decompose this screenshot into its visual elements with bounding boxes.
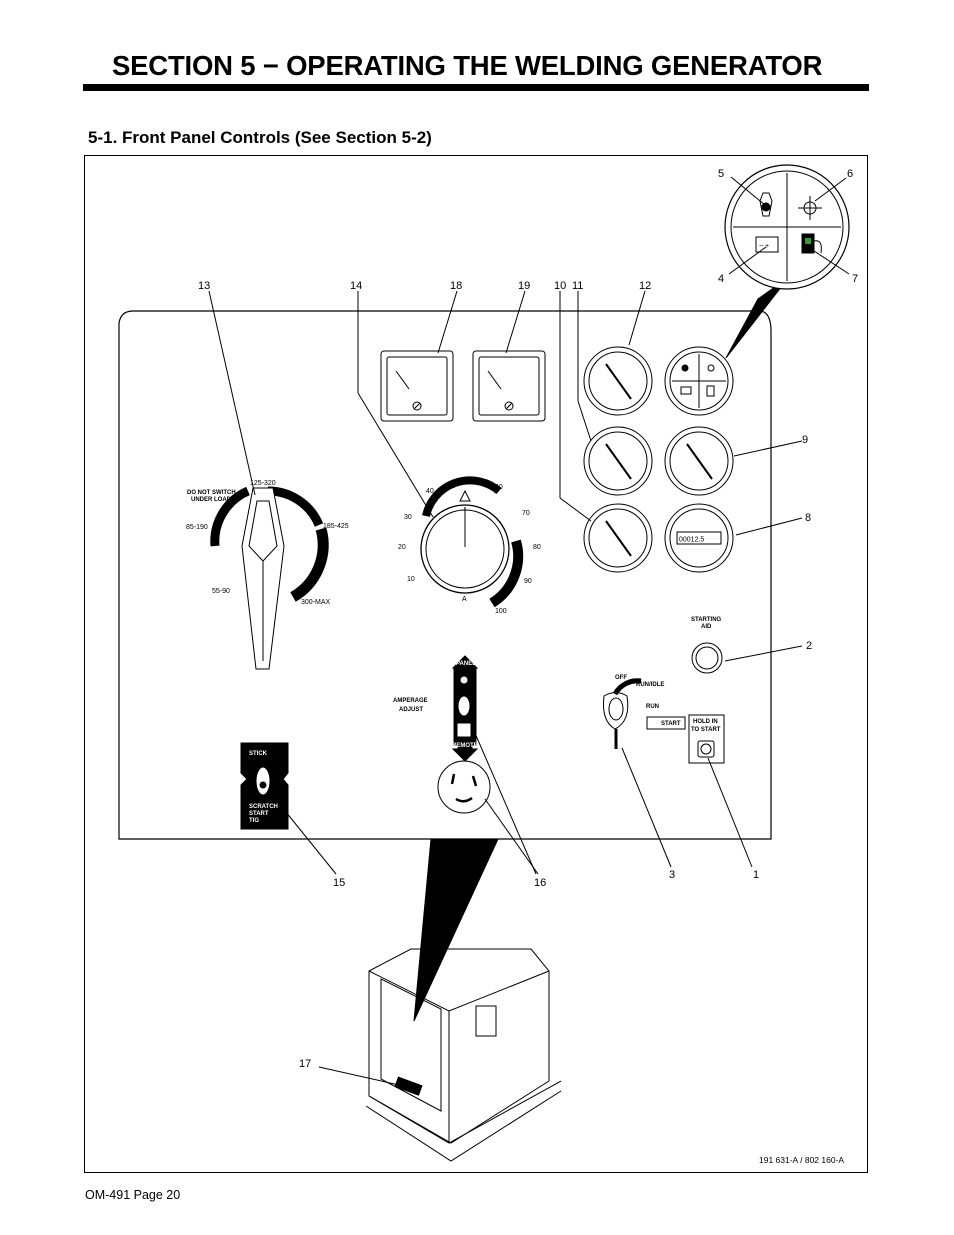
callout-17: 17 <box>299 1058 311 1070</box>
battery-charge-light-icon: − + <box>755 236 779 253</box>
front-panel-figure: 00012.5 − + <box>84 155 868 1173</box>
dial-tick-40: 40 <box>426 488 434 495</box>
callout-10: 10 <box>554 280 566 292</box>
off-label: OFF <box>615 675 627 681</box>
callout-3: 3 <box>669 869 675 881</box>
control-panel-outline <box>118 310 772 840</box>
fuel-level-light-icon <box>801 233 822 254</box>
callout-18: 18 <box>450 280 462 292</box>
dial-tick-30: 30 <box>404 514 412 521</box>
dial-tick-10: 10 <box>407 576 415 583</box>
amp-meter <box>472 350 546 422</box>
front-panel-illustration: 00012.5 − + <box>118 164 858 1165</box>
dial-tick-80: 80 <box>533 544 541 551</box>
callout-19: 19 <box>518 280 530 292</box>
page-footer: OM-491 Page 20 <box>85 1188 181 1202</box>
gauge-11 <box>583 426 653 496</box>
dial-tick-100: 100 <box>495 608 507 615</box>
scratch-start-label3: TIG <box>249 818 259 824</box>
range-label-185-425: 185-425 <box>323 523 349 530</box>
range-warning-line2: UNDER LOAD <box>191 497 232 503</box>
dial-tick-50: 50 <box>460 478 468 485</box>
dial-tick-20: 20 <box>398 544 406 551</box>
range-label-55-90: 55-90 <box>212 588 230 595</box>
start-label: START <box>661 721 681 727</box>
callout-2: 2 <box>806 640 812 652</box>
callout-8: 8 <box>805 512 811 524</box>
gauge-10 <box>583 503 653 573</box>
scratch-start-label1: SCRATCH <box>249 804 278 810</box>
hour-meter: 00012.5 <box>664 503 734 573</box>
indicator-light-cluster <box>664 346 734 416</box>
amperage-adjust-switch[interactable]: PANEL REMOTE AMPERAGE ADJUST <box>393 655 479 762</box>
panel-label: PANEL <box>456 661 476 667</box>
engine-control-switch[interactable]: OFF RUN/IDLE RUN START <box>603 675 686 749</box>
scratch-start-label2: START <box>249 811 269 817</box>
callout-leaders <box>208 176 850 1086</box>
starting-aid-label2: AID <box>701 624 712 630</box>
engine-start-button[interactable]: HOLD IN TO START <box>688 714 725 764</box>
gauge-12 <box>583 346 653 416</box>
amperage-adjust-label1: AMPERAGE <box>393 698 428 704</box>
callout-15: 15 <box>333 877 345 889</box>
run-label: RUN <box>646 704 659 710</box>
callout-7: 7 <box>852 273 858 285</box>
svg-text:− +: − + <box>759 243 769 250</box>
starting-aid-label1: STARTING <box>691 617 722 623</box>
callout-5: 5 <box>718 168 724 180</box>
gauge-9 <box>664 426 734 496</box>
callout-11: 11 <box>572 280 583 292</box>
title-rule <box>83 84 869 91</box>
remote-receptacle[interactable] <box>437 760 491 814</box>
amperage-dial[interactable]: 10 20 30 40 50 60 70 80 90 100 A <box>398 476 541 615</box>
indicator-light-magnifier: − + <box>724 164 850 359</box>
amperage-adjust-label2: ADJUST <box>399 707 423 713</box>
callout-14: 14 <box>350 280 362 292</box>
section-subtitle: 5-1. Front Panel Controls (See Section 5… <box>88 128 432 147</box>
callout-16: 16 <box>534 877 546 889</box>
stick-label: STICK <box>249 751 268 757</box>
range-label-85-190: 85-190 <box>186 524 208 531</box>
welding-generator-illustration <box>365 838 562 1162</box>
dial-tick-90: 90 <box>524 578 532 585</box>
callout-12: 12 <box>639 280 651 292</box>
callout-4: 4 <box>718 273 724 285</box>
callout-1: 1 <box>753 869 759 881</box>
process-selector-switch[interactable]: STICK SCRATCH START TIG <box>240 742 289 830</box>
callout-9: 9 <box>802 434 808 446</box>
dial-unit: A <box>462 596 467 603</box>
range-label-125-320: 125-320 <box>250 480 276 487</box>
callout-13: 13 <box>198 280 210 292</box>
dial-tick-60: 60 <box>495 484 503 491</box>
range-warning-line1: DO NOT SWITCH <box>187 490 236 496</box>
coolant-temp-light-icon <box>798 196 822 220</box>
range-label-300-max: 300-MAX <box>301 599 331 606</box>
figure-reference: 191 631-A / 802 160-A <box>759 1155 844 1165</box>
hold-in-label2: TO START <box>691 727 721 733</box>
run-idle-label: RUN/IDLE <box>636 682 664 688</box>
dial-tick-70: 70 <box>522 510 530 517</box>
weld-range-switch[interactable]: DO NOT SWITCH UNDER LOAD 125-320 85-190 … <box>186 480 349 670</box>
volt-meter <box>380 350 454 422</box>
hold-in-label1: HOLD IN <box>693 719 718 725</box>
page-title: SECTION 5 − OPERATING THE WELDING GENERA… <box>112 50 823 81</box>
hour-meter-digits: 00012.5 <box>679 537 704 544</box>
callout-6: 6 <box>847 168 853 180</box>
starting-aid-button[interactable]: STARTING AID <box>691 617 723 674</box>
remote-label: REMOTE <box>452 743 478 749</box>
